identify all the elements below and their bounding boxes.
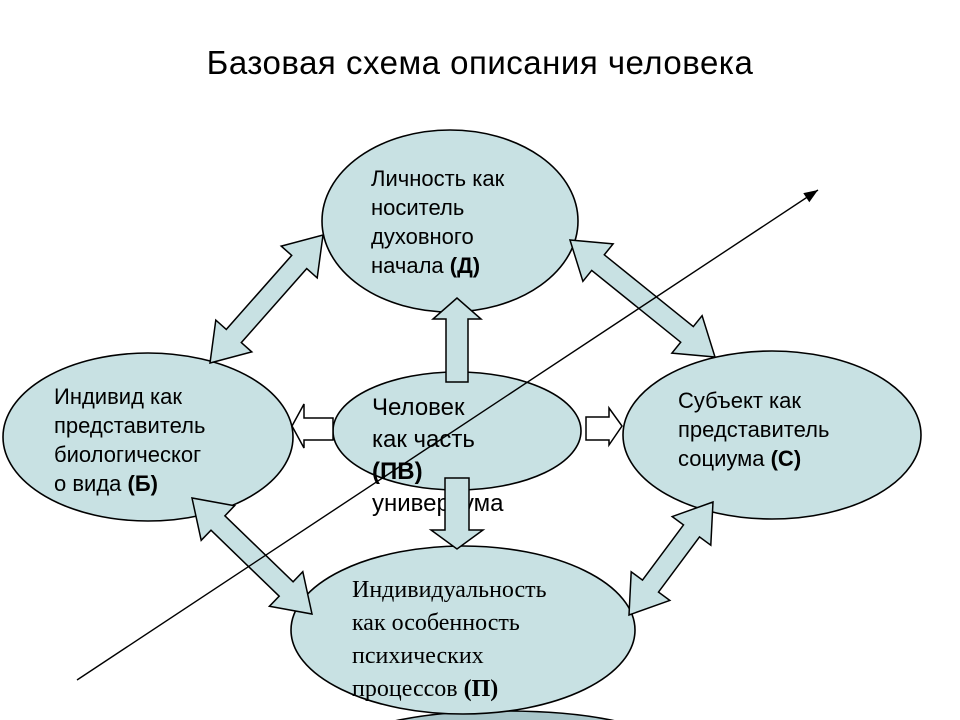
text-line: духовного <box>371 224 474 249</box>
hidden-back-ellipse <box>395 710 615 720</box>
text-line: Индивидуальность <box>352 577 547 603</box>
bottom-node-label: Индивидуальность как особенность психиче… <box>352 574 547 706</box>
text-line: психических <box>352 643 484 669</box>
center-node-label: Человек как часть (ПВ) универсума <box>372 392 503 520</box>
text-line: представитель <box>54 413 206 438</box>
text-line: о вида (Б) <box>54 471 158 496</box>
top-node-label: Личность как носитель духовного начала (… <box>371 164 504 280</box>
left-node-label: Индивид как представитель биологическог … <box>54 382 205 498</box>
text-line: Индивид как <box>54 384 182 409</box>
text-line: процессов (П) <box>352 676 499 702</box>
text-line: носитель <box>371 195 465 220</box>
text-line: представитель <box>678 417 830 442</box>
slide-title: Базовая схема описания человека <box>206 44 754 81</box>
text-line: социума (С) <box>678 446 802 471</box>
text-line: (ПВ) <box>372 458 423 485</box>
text-line: как особенность <box>352 610 520 636</box>
text-line: универсума <box>372 490 504 517</box>
text-line: Личность как <box>371 166 505 191</box>
text-line: Субъект как <box>678 388 802 413</box>
text-line: как часть <box>372 426 475 453</box>
text-line: Человек <box>372 394 465 421</box>
text-line: начала (Д) <box>371 253 481 278</box>
text-line: биологическог <box>54 442 202 467</box>
right-node-label: Субъект как представитель социума (С) <box>678 386 829 473</box>
